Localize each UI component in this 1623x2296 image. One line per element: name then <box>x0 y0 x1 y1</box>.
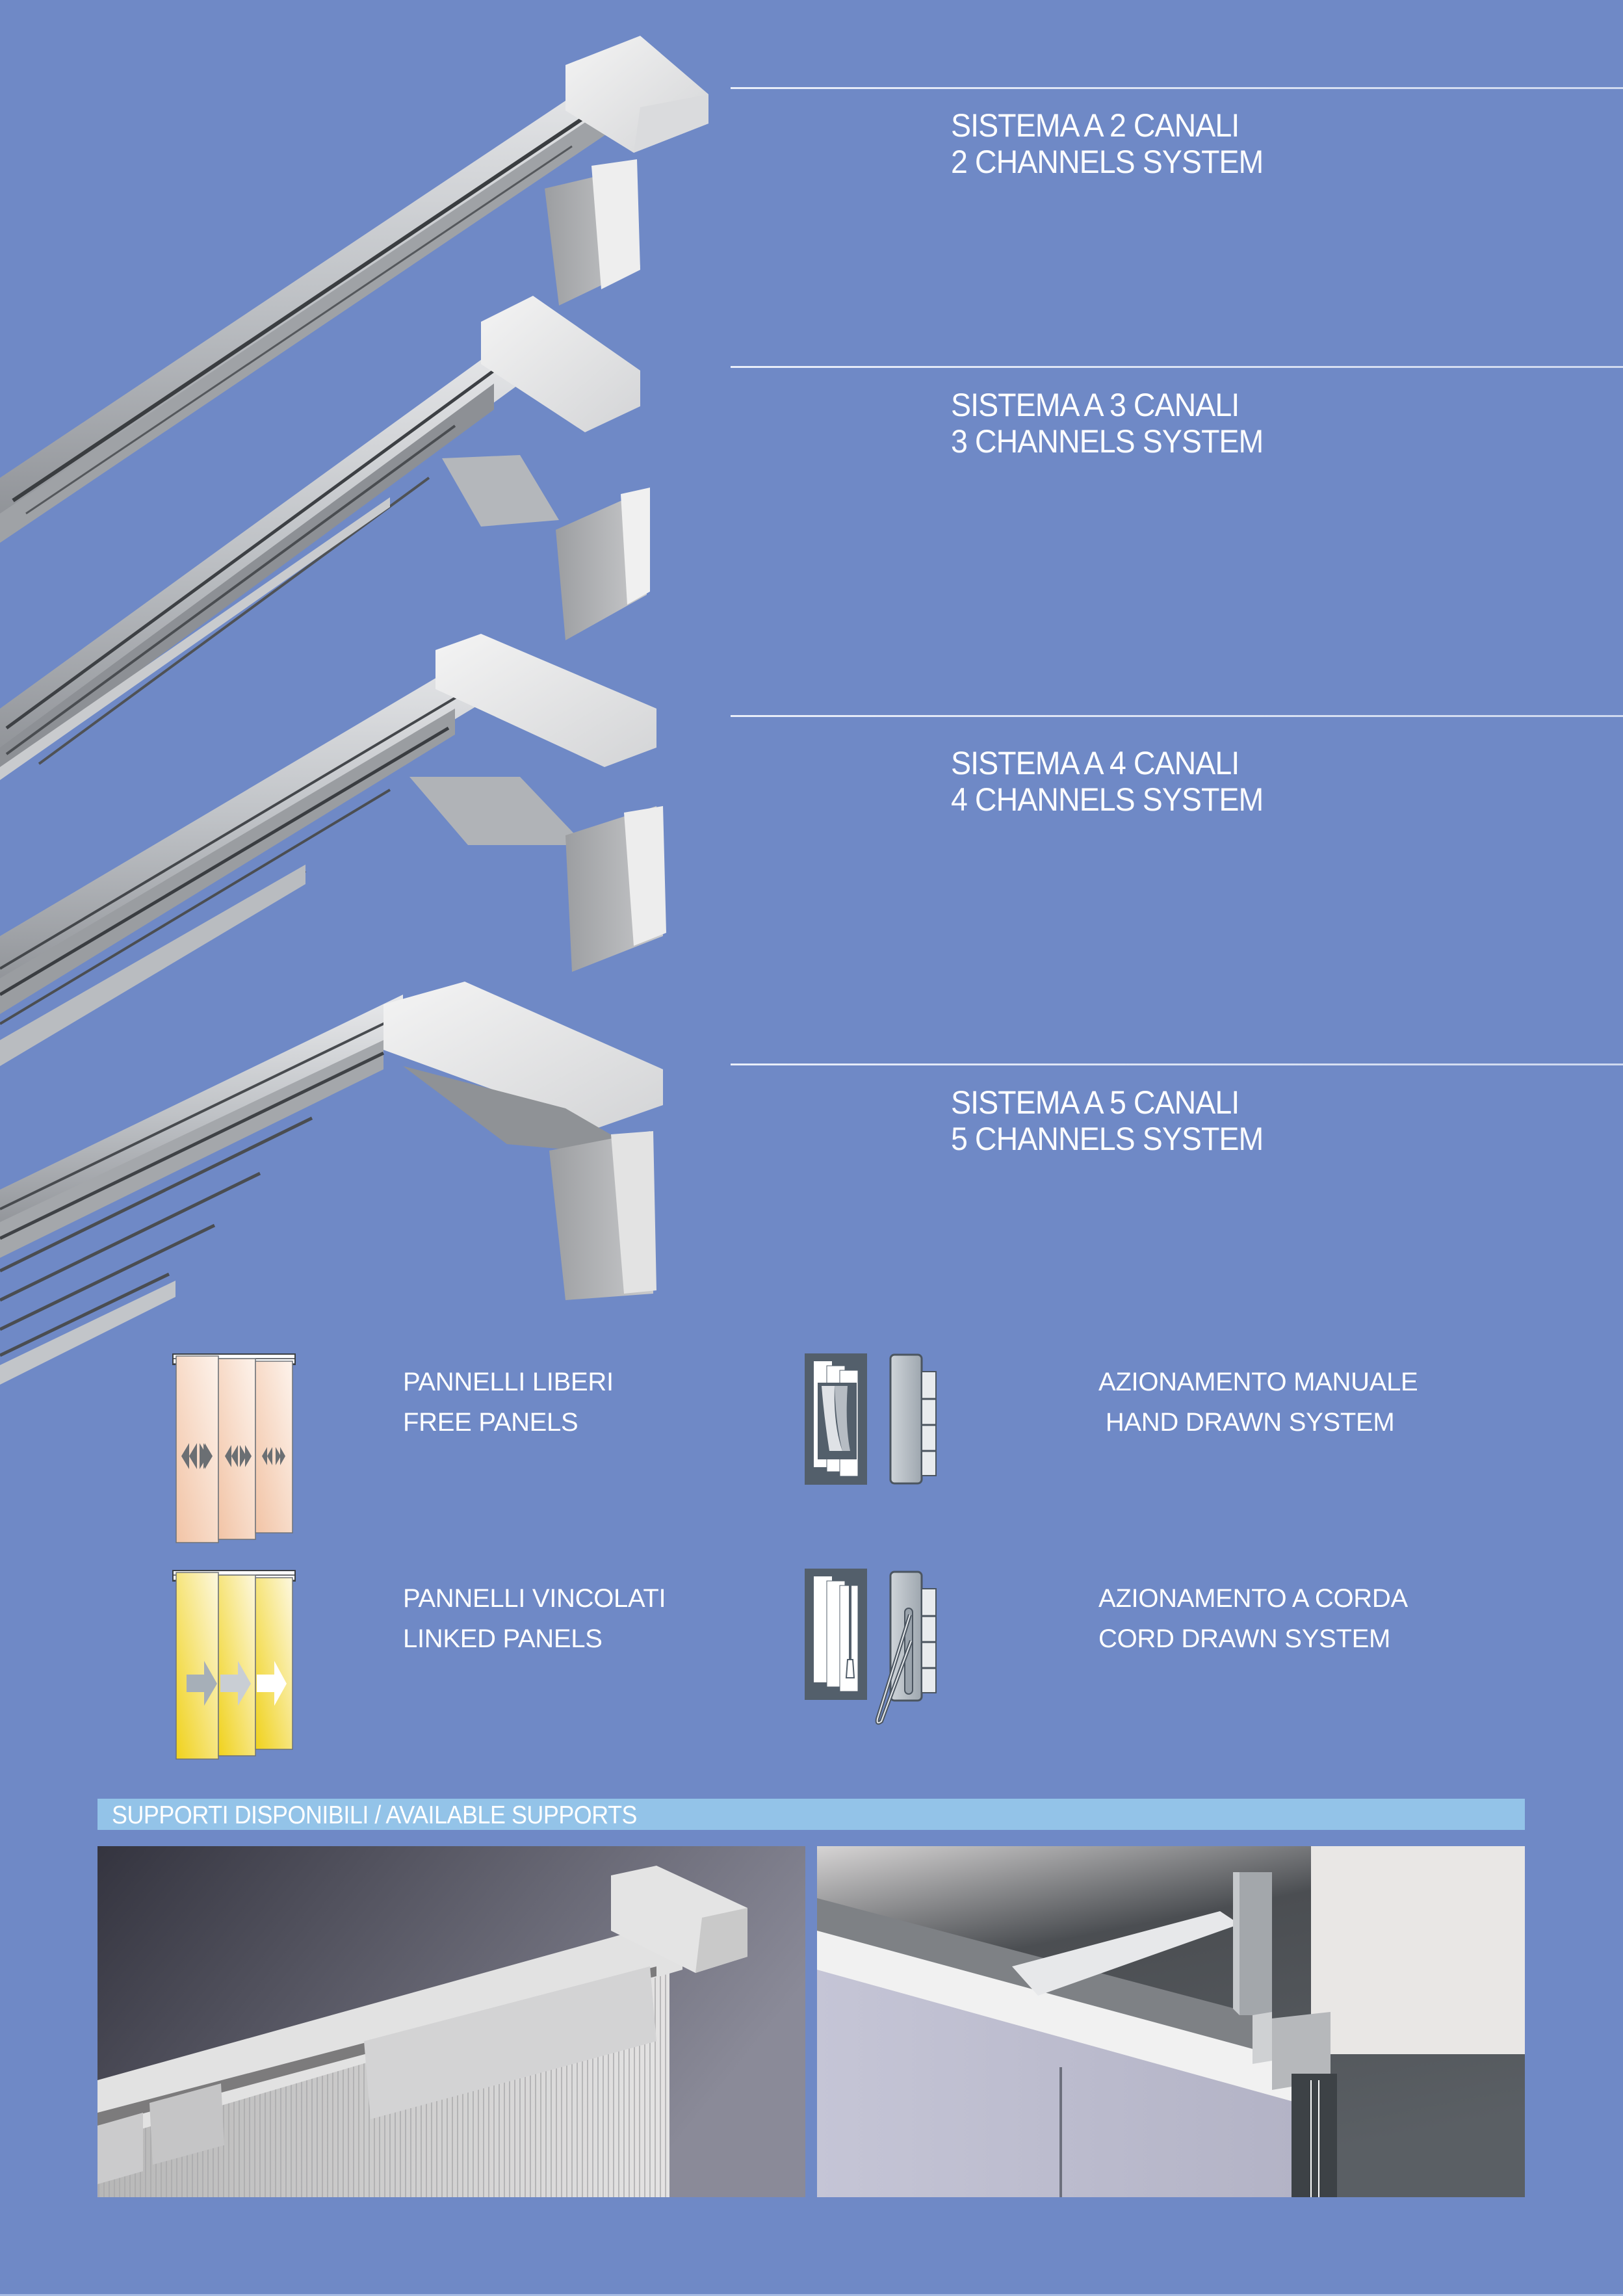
cord-end-cap-icon <box>875 1571 937 1725</box>
linked-panels-label: PANNELLI VINCOLATI LINKED PANELS <box>403 1578 666 1659</box>
title-en: 4 CHANNELS SYSTEM <box>951 781 1264 818</box>
free-panels-it: PANNELLI LIBERI <box>403 1368 614 1396</box>
divider-2-channels <box>731 87 1623 89</box>
supports-bar: SUPPORTI DISPONIBILI / AVAILABLE SUPPORT… <box>97 1799 1525 1830</box>
supports-label: SUPPORTI DISPONIBILI / AVAILABLE SUPPORT… <box>112 1801 638 1829</box>
cord-panels-icon <box>805 1569 867 1700</box>
free-panels-label: PANNELLI LIBERI FREE PANELS <box>403 1362 614 1442</box>
cord-drawn-en: CORD DRAWN SYSTEM <box>1098 1624 1390 1653</box>
curtain-panels-icon <box>805 1353 867 1485</box>
heading-4-channels: SISTEMA A 4 CANALI 4 CHANNELS SYSTEM <box>951 747 1286 816</box>
divider-4-channels <box>731 715 1623 717</box>
heading-3-channels: SISTEMA A 3 CANALI 3 CHANNELS SYSTEM <box>951 389 1286 458</box>
end-cap-icon <box>889 1353 937 1485</box>
rail-2-channels <box>0 36 708 543</box>
page-bottom-edge <box>0 2294 1623 2296</box>
hand-drawn-en: HAND DRAWN SYSTEM <box>1098 1408 1395 1437</box>
ceiling-support-photo <box>97 1846 805 2197</box>
rail-3-channels <box>0 296 650 780</box>
title-en: 3 CHANNELS SYSTEM <box>951 423 1264 460</box>
divider-5-channels <box>731 1063 1623 1065</box>
divider-3-channels <box>731 366 1623 368</box>
free-panels-en: FREE PANELS <box>403 1408 578 1437</box>
free-panels-icon <box>172 1353 296 1543</box>
hand-drawn-label: AZIONAMENTO MANUALE HAND DRAWN SYSTEM <box>1098 1362 1418 1442</box>
title-it: SISTEMA A 3 CANALI <box>951 387 1240 423</box>
rail-illustrations <box>0 36 708 1385</box>
linked-panels-icon <box>172 1570 296 1760</box>
rail-5-channels <box>0 982 663 1385</box>
heading-2-channels: SISTEMA A 2 CANALI 2 CHANNELS SYSTEM <box>951 109 1286 178</box>
cord-drawn-it: AZIONAMENTO A CORDA <box>1098 1584 1408 1613</box>
linked-panels-it: PANNELLI VINCOLATI <box>403 1584 666 1613</box>
heading-5-channels: SISTEMA A 5 CANALI 5 CHANNELS SYSTEM <box>951 1086 1286 1155</box>
cord-drawn-label: AZIONAMENTO A CORDA CORD DRAWN SYSTEM <box>1098 1578 1408 1659</box>
linked-panels-en: LINKED PANELS <box>403 1624 603 1653</box>
title-it: SISTEMA A 2 CANALI <box>951 107 1240 144</box>
title-en: 5 CHANNELS SYSTEM <box>951 1121 1264 1157</box>
wall-bracket-photo <box>817 1846 1525 2197</box>
title-it: SISTEMA A 5 CANALI <box>951 1084 1240 1121</box>
title-en: 2 CHANNELS SYSTEM <box>951 144 1264 180</box>
hand-drawn-it: AZIONAMENTO MANUALE <box>1098 1368 1418 1396</box>
rail-4-channels <box>0 634 666 1066</box>
title-it: SISTEMA A 4 CANALI <box>951 745 1240 781</box>
